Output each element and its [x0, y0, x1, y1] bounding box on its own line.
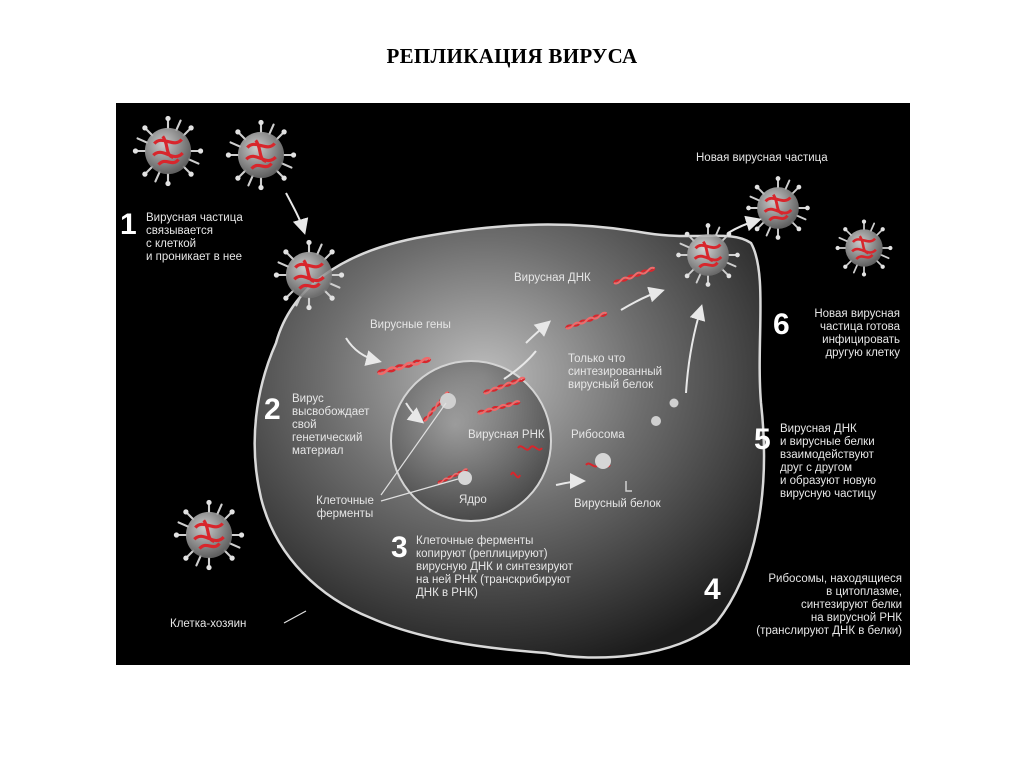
replication-diagram: 1 2 3 4 5 6 Вирусная частица связывается… [116, 103, 910, 665]
step-3-number: 3 [391, 531, 408, 564]
label-host-cell: Клетка-хозяин [170, 618, 247, 630]
label-new-protein: Только что синтезированный вирусный бело… [568, 353, 663, 391]
step-1-number: 1 [120, 208, 137, 241]
label-nucleus: Ядро [459, 494, 487, 506]
step-1-text: Вирусная частица связывается с клеткой и… [146, 212, 243, 263]
step-4-text: Рибосомы, находящиеся в цитоплазме, синт… [756, 573, 902, 637]
step-3-text: Клеточные ферменты копируют (реплицируют… [416, 535, 573, 599]
step-6-number: 6 [773, 308, 790, 341]
step-5-text: Вирусная ДНК и вирусные белки взаимодейс… [780, 423, 877, 500]
step-5-number: 5 [754, 423, 771, 456]
step-2-text: Вирус высвобождает свой генетический мат… [292, 393, 370, 457]
label-viral-dna: Вирусная ДНК [514, 272, 591, 284]
step-4-number: 4 [704, 573, 721, 606]
label-viral-protein: Вирусный белок [574, 498, 661, 510]
label-viral-genes: Вирусные гены [370, 319, 451, 331]
label-ribosome: Рибосома [571, 429, 625, 441]
label-new-particle: Новая вирусная частица [696, 152, 828, 164]
label-cell-enzymes: Клеточные ферменты [316, 495, 374, 520]
page-title: РЕПЛИКАЦИЯ ВИРУСА [386, 44, 638, 68]
diagram-artwork [131, 114, 894, 659]
step-6-text: Новая вирусная частица готова инфицирова… [814, 308, 900, 359]
label-viral-rna: Вирусная РНК [468, 429, 545, 441]
step-2-number: 2 [264, 393, 281, 426]
